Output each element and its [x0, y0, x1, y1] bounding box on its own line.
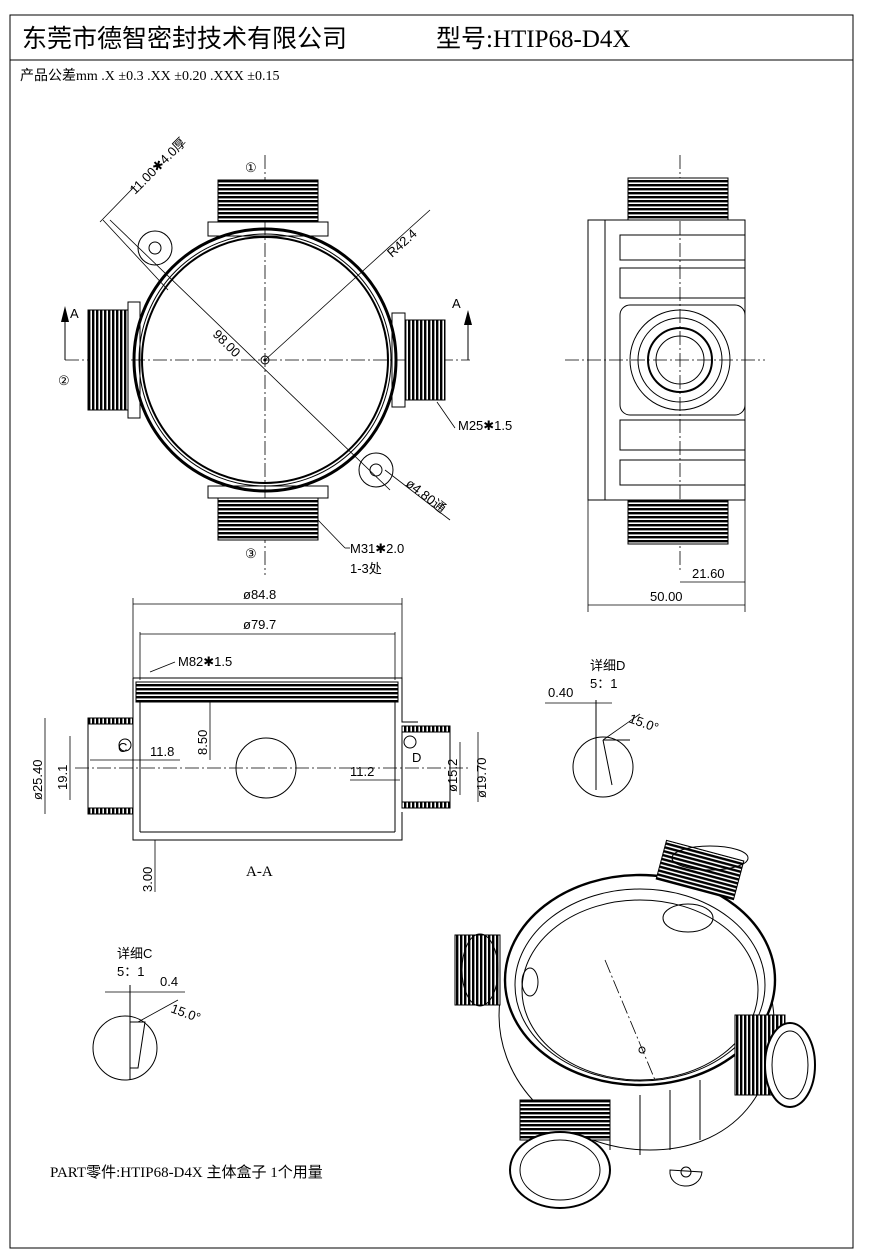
detail-d-marker: D: [412, 750, 421, 765]
thread-port-3: [217, 497, 319, 541]
detail-d: 详细D 5：1 0.40 15.0°: [545, 658, 661, 798]
left-outer-diameter: ø25.40: [30, 760, 45, 800]
left-inner-diameter: 19.1: [55, 765, 70, 790]
outer-diameter: ø84.8: [243, 587, 276, 602]
section-view: ø84.8 ø79.7 M82✱1.5 8.50 11.8 ø25.40 19.…: [30, 587, 489, 892]
lid-thread-label: M82✱1.5: [178, 654, 232, 669]
detail-c-marker: C: [118, 740, 127, 755]
thread-port-1: [217, 179, 319, 223]
section-mark-left: A: [70, 306, 79, 321]
wall-thickness: 3.00: [140, 867, 155, 892]
company-name: 东莞市德智密封技术有限公司: [22, 25, 347, 53]
section-label: A-A: [246, 864, 273, 880]
detail-c: 详细C 5：1 0.4 15.0°: [92, 946, 203, 1081]
detail-c-title: 详细C: [117, 946, 152, 961]
part-note: PART零件:HTIP68-D4X 主体盒子 1个用量: [50, 1164, 323, 1181]
top-view: 11.00✱4.0厚 ① ② ③ A A R42.4 98.00 M25✱1.5…: [58, 135, 512, 576]
port-3-label: ③: [245, 546, 257, 561]
thread-depth: 8.50: [195, 730, 210, 755]
detail-d-title: 详细D: [590, 658, 625, 673]
detail-c-scale: 5：1: [117, 964, 144, 979]
left-depth: 11.8: [150, 744, 174, 759]
drawing-border: [9, 14, 854, 1249]
detail-d-dimension: 0.40: [548, 685, 573, 700]
diagonal-dimension: 98.00: [210, 327, 244, 361]
large-thread-label: M31✱2.0: [350, 541, 404, 556]
thread-port-4: [404, 319, 446, 401]
offset-dimension: 21.60: [692, 566, 725, 581]
side-view: 50.00 21.60: [565, 155, 765, 612]
inner-diameter: ø79.7: [243, 617, 276, 632]
radius-dimension: R42.4: [384, 226, 420, 260]
detail-d-angle: 15.0°: [627, 711, 661, 736]
small-thread-label: M25✱1.5: [458, 418, 512, 433]
right-outer-diameter: ø19.70: [474, 758, 489, 798]
detail-c-dimension: 0.4: [160, 974, 178, 989]
section-mark-right: A: [452, 296, 461, 311]
model-number: 型号:HTIP68-D4X: [436, 25, 630, 53]
detail-c-angle: 15.0°: [169, 1001, 203, 1026]
large-thread-quantity: 1-3处: [350, 561, 382, 576]
width-dimension: 50.00: [650, 589, 683, 604]
thread-port-2: [87, 309, 129, 411]
ear-dimension: 11.00✱4.0厚: [127, 135, 190, 198]
detail-d-scale: 5：1: [590, 676, 617, 691]
port-2-label: ②: [58, 373, 70, 388]
right-inner-diameter: ø15.2: [445, 759, 460, 792]
right-depth: 11.2: [350, 764, 374, 779]
hole-dimension: ø4.80通: [403, 476, 449, 516]
tolerance-note: 产品公差mm .X ±0.3 .XX ±0.20 .XXX ±0.15: [20, 68, 280, 84]
isometric-view: [454, 839, 816, 1209]
port-1-label: ①: [245, 160, 257, 175]
